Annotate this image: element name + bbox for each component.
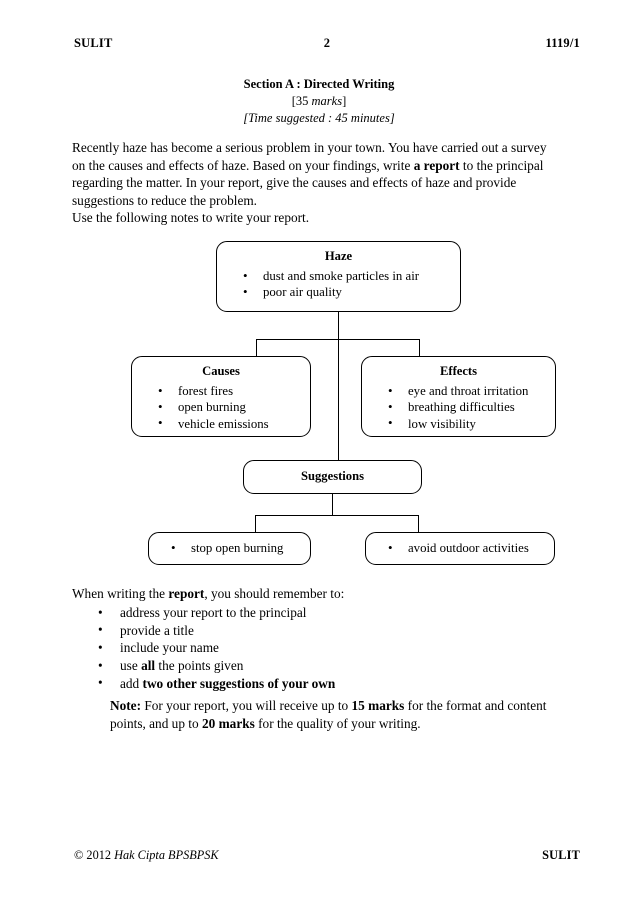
chart-node-haze: Haze dust and smoke particles in air poo… <box>216 241 461 312</box>
list-item: forest fires <box>158 382 310 399</box>
list-item: include your name <box>96 639 335 657</box>
chart-node-effects-list: eye and throat irritation breathing diff… <box>362 382 555 432</box>
footer-copyright-mark: © 2012 <box>74 848 115 862</box>
item-bold: two other suggestions of your own <box>142 675 336 691</box>
instructions-lead-bold: report <box>168 586 205 601</box>
chart-node-effects-title: Effects <box>439 364 478 378</box>
connector-drop-suggestion-left <box>255 515 257 532</box>
prompt-use-notes: Use the following notes to write your re… <box>72 210 310 225</box>
item-post: the points given <box>155 658 244 674</box>
item-pre: use <box>120 658 142 674</box>
list-item: vehicle emissions <box>158 415 310 432</box>
note-text-a: For your report, you will receive up to <box>141 698 352 713</box>
prompt-text-b: to the principal regarding the matter. I… <box>72 157 544 208</box>
chart-node-suggestion-left: stop open burning <box>148 532 311 565</box>
instructions-lead: When writing the report, you should reme… <box>72 586 344 602</box>
chart-node-suggestions-title: Suggestions <box>301 469 364 483</box>
marks-open: [35 <box>291 94 312 108</box>
list-item: provide a title <box>96 621 335 640</box>
connector-drop-suggestion-right <box>418 515 420 532</box>
chart-node-haze-list: dust and smoke particles in air poor air… <box>217 267 460 301</box>
list-item: dust and smoke particles in air <box>243 267 460 284</box>
list-item: avoid outdoor activities <box>388 540 529 557</box>
connector-suggestions-stem <box>332 494 334 515</box>
chart-node-suggestions: Suggestions <box>243 460 422 494</box>
connector-drop-causes <box>256 339 258 356</box>
header-classification-left: SULIT <box>74 36 113 50</box>
connector-haze-stem <box>338 312 340 462</box>
instructions-list: address your report to the principal pro… <box>96 604 335 693</box>
note-text-c: for the quality of your writing. <box>254 715 421 731</box>
note-marks-format: 15 marks <box>351 698 405 713</box>
list-item: open burning <box>158 399 310 416</box>
chart-node-causes-list: forest fires open burning vehicle emissi… <box>132 382 310 432</box>
section-time-suggested: [Time suggested : 45 minutes] <box>243 111 395 125</box>
item-pre: address your report to the principal <box>120 605 307 620</box>
marks-close: ] <box>342 94 347 108</box>
section-marks: [35 marks] <box>0 94 638 109</box>
list-item: breathing difficulties <box>388 399 555 416</box>
item-bold: all <box>141 658 156 674</box>
note-text-b: for the format and content points, and u… <box>110 698 547 731</box>
list-item: address your report to the principal <box>96 604 335 622</box>
page-footer: © 2012 Hak Cipta BPSBPSK SULIT <box>74 848 580 863</box>
item-pre: include your name <box>120 640 219 656</box>
prompt-paragraph: Recently haze has become a serious probl… <box>72 139 555 209</box>
chart-node-suggestion-left-list: stop open burning <box>149 540 284 557</box>
section-title: Section A : Directed Writing <box>243 77 395 91</box>
instructions-lead-a: When writing the <box>72 586 169 601</box>
item-pre: provide a title <box>120 622 194 638</box>
header-paper-code: 1119/1 <box>545 36 580 50</box>
page-number: 2 <box>323 36 331 50</box>
list-item: add two other suggestions of your own <box>96 674 336 693</box>
connector-drop-effects <box>419 339 421 356</box>
footer-copyright: © 2012 Hak Cipta BPSBPSK <box>74 848 219 863</box>
list-item: use all the points given <box>96 657 335 675</box>
prompt-bold-a-report: a report <box>413 157 460 173</box>
list-item: low visibility <box>388 415 555 432</box>
list-item: stop open burning <box>171 540 284 557</box>
note-marks-quality: 20 marks <box>201 715 255 731</box>
instructions-lead-b: , you should remember to: <box>204 586 345 601</box>
prompt-text-a: Recently haze has become a serious probl… <box>72 140 547 173</box>
chart-node-suggestion-right: avoid outdoor activities <box>365 532 555 565</box>
note-block: Note: For your report, you will receive … <box>110 697 550 732</box>
note-label: Note: <box>110 698 142 713</box>
connector-branch-bar-upper <box>256 339 420 341</box>
footer-copyright-owner: Hak Cipta BPSBPSK <box>114 848 219 862</box>
chart-node-causes-title: Causes <box>202 364 240 378</box>
list-item: poor air quality <box>243 284 460 301</box>
connector-branch-bar-lower <box>255 515 419 517</box>
chart-node-causes: Causes forest fires open burning vehicle… <box>131 356 311 437</box>
chart-node-haze-title: Haze <box>324 249 353 263</box>
list-item: eye and throat irritation <box>388 382 555 399</box>
chart-node-suggestion-right-list: avoid outdoor activities <box>366 540 529 557</box>
page-header: SULIT 2 1119/1 <box>74 36 580 51</box>
chart-node-effects: Effects eye and throat irritation breath… <box>361 356 556 437</box>
item-pre: add <box>120 675 143 691</box>
footer-classification: SULIT <box>542 848 580 862</box>
marks-word: marks <box>311 94 343 108</box>
